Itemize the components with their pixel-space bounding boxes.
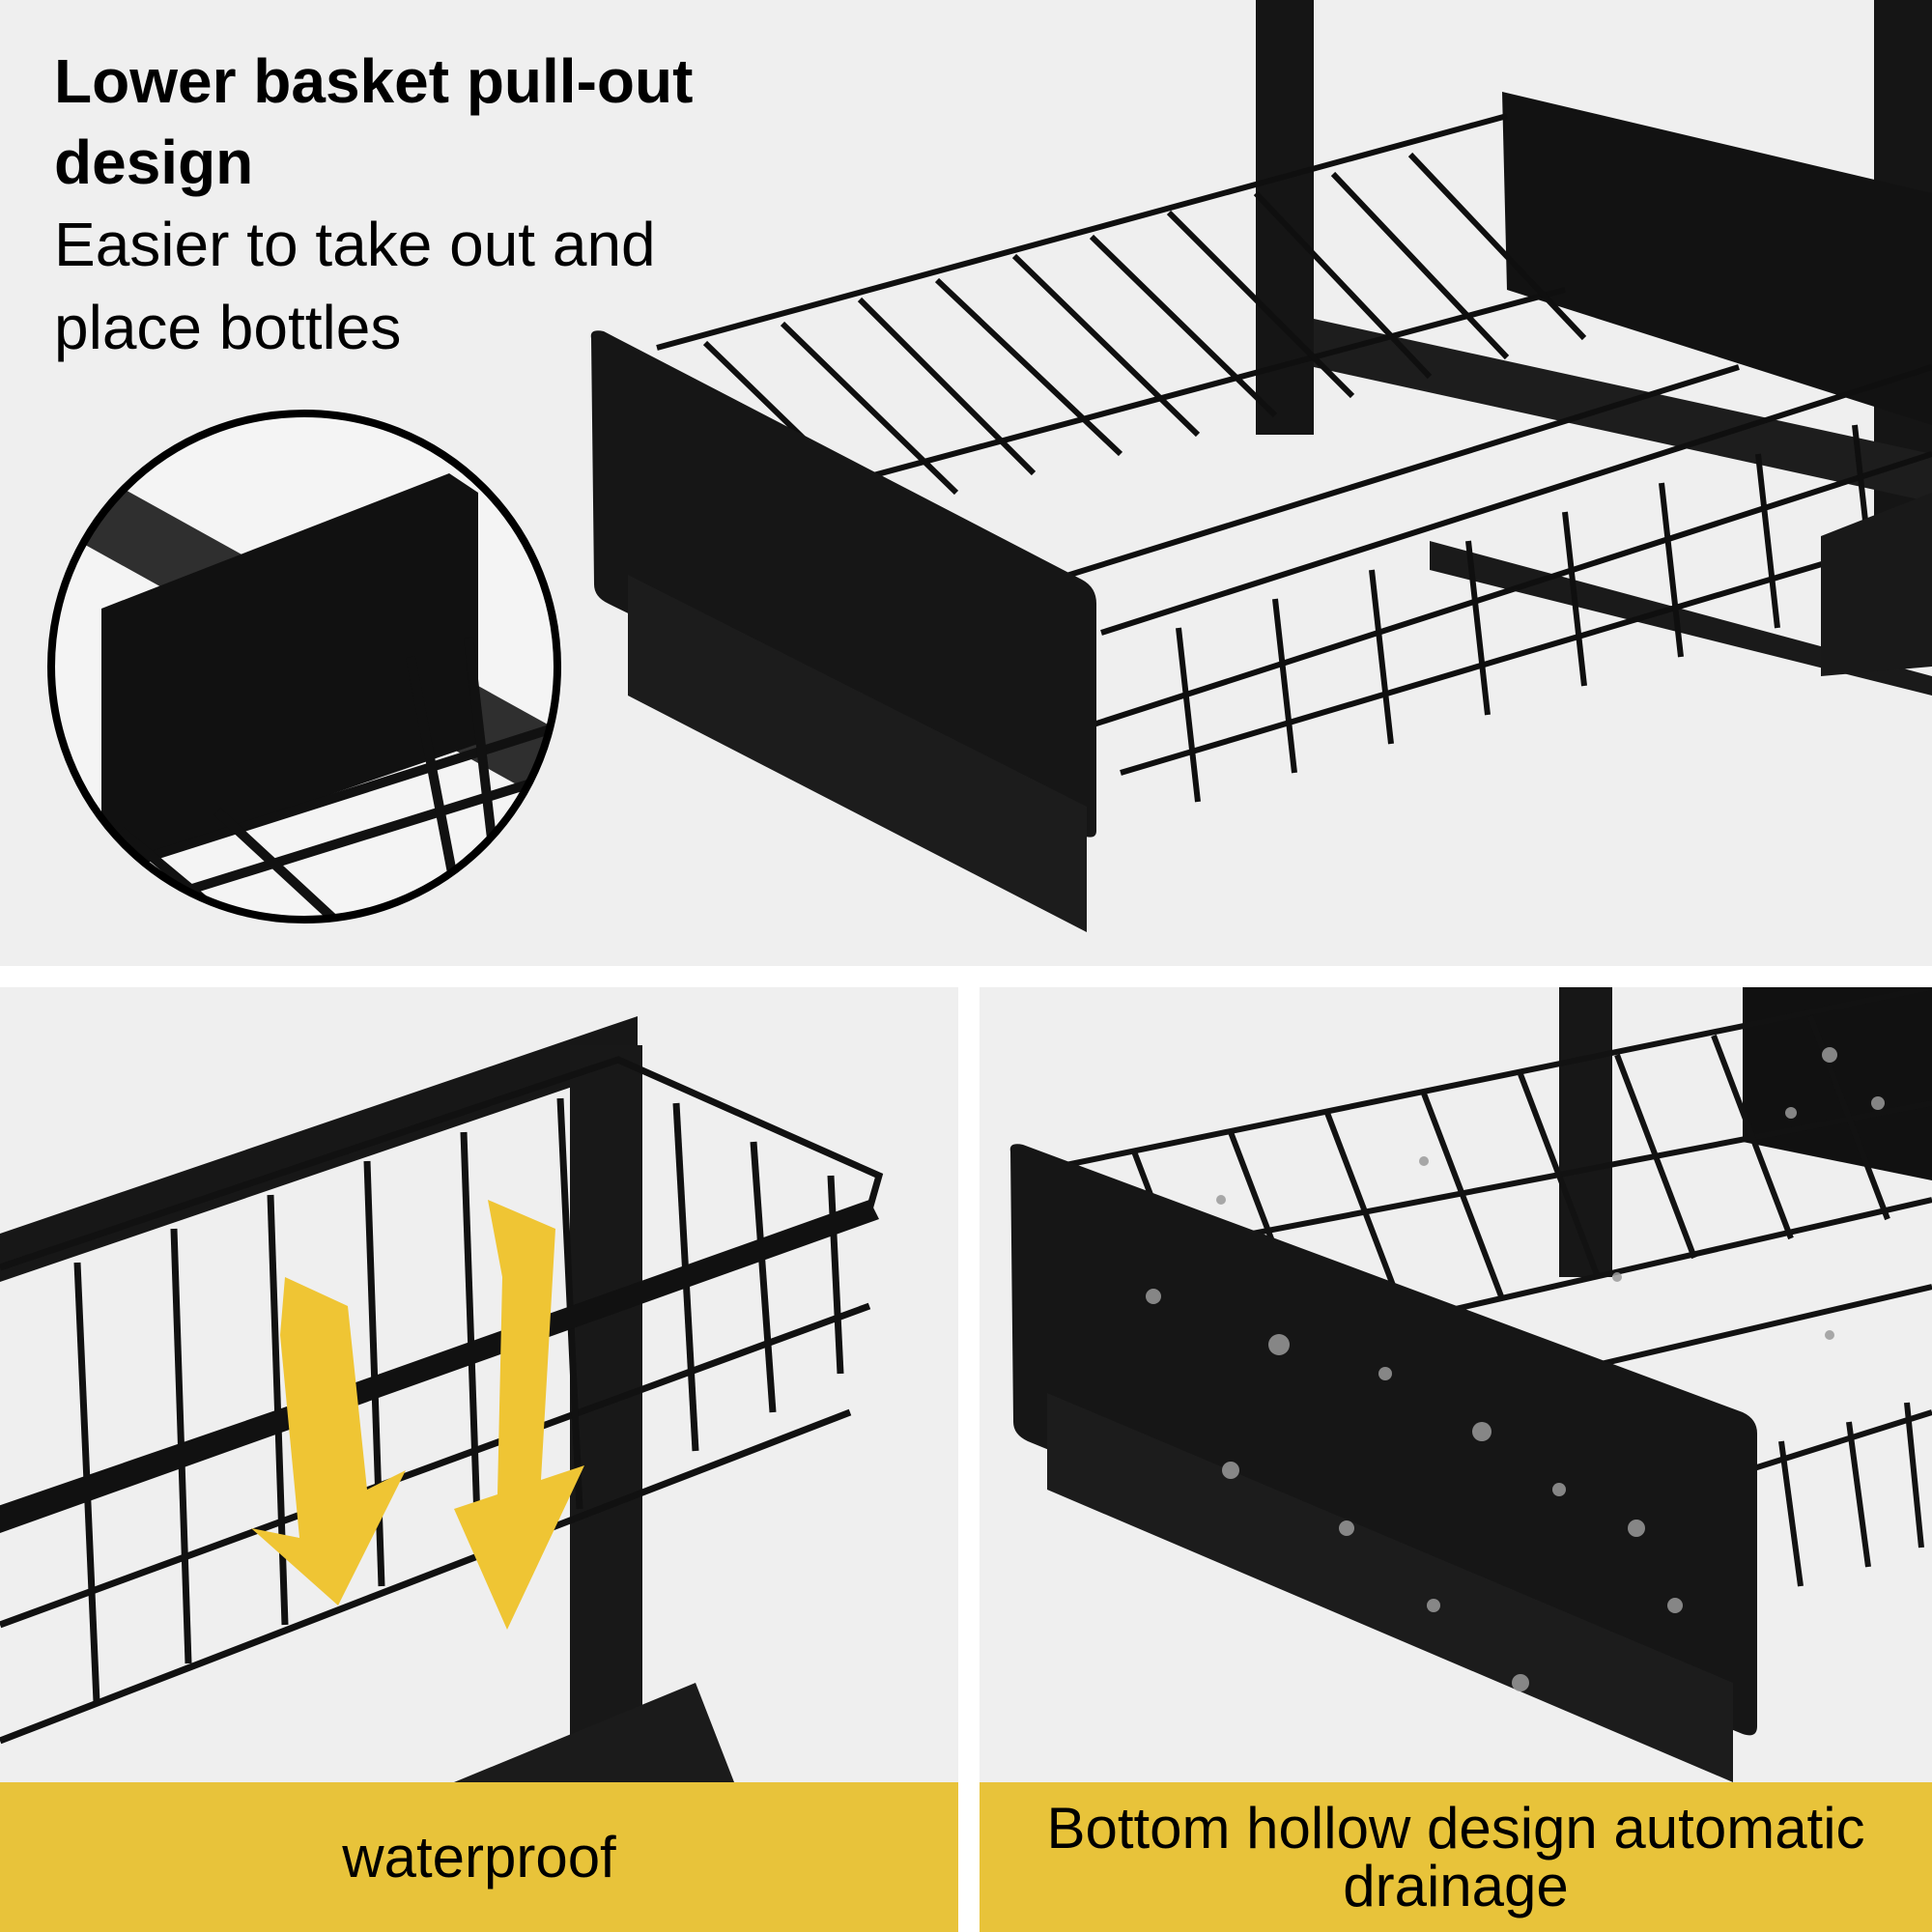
caption-drainage: Bottom hollow design automatic drainage bbox=[1046, 1795, 1865, 1918]
zoom-circle-detail bbox=[47, 410, 561, 923]
subline: Easier to take out and place bottles bbox=[54, 210, 656, 362]
bottom-left-panel: waterproof bbox=[0, 987, 958, 1932]
pull-out-basket-illustration bbox=[590, 0, 1932, 932]
headline: Lower basket pull-out design bbox=[54, 46, 694, 197]
top-panel: Lower basket pull-out design Easier to t… bbox=[0, 0, 1932, 966]
bottom-right-panel: Bottom hollow design automatic drainage bbox=[980, 987, 1932, 1932]
drain-arrow-icon bbox=[251, 1200, 584, 1630]
caption-banner-drainage: Bottom hollow design automatic drainage bbox=[980, 1782, 1932, 1932]
caption-waterproof: waterproof bbox=[342, 1824, 616, 1889]
caption-banner-waterproof: waterproof bbox=[0, 1782, 958, 1932]
waterproof-basket-illustration bbox=[0, 1016, 884, 1782]
drainage-basket-illustration bbox=[1009, 987, 1932, 1782]
